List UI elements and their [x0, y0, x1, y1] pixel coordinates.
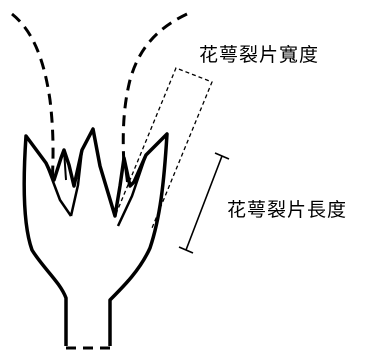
sepal-fold-far-right [116, 154, 148, 227]
petal-outline-right-dashed [121, 12, 188, 166]
calyx-body [22, 127, 169, 346]
sepal-lobe-width-label: 花萼裂片寬度 [199, 44, 320, 66]
sepal-fold-left [44, 162, 73, 217]
sepal-fold-right [123, 157, 128, 183]
sepal-fold-center [69, 149, 84, 217]
petal-outline-left-dashed [11, 12, 55, 186]
sepal-fold-center-left [63, 149, 67, 181]
sepal-lobe-length-label: 花萼裂片長度 [227, 199, 348, 221]
sepal-length-bracket [178, 152, 230, 254]
sepal-width-indicator [115, 67, 213, 229]
